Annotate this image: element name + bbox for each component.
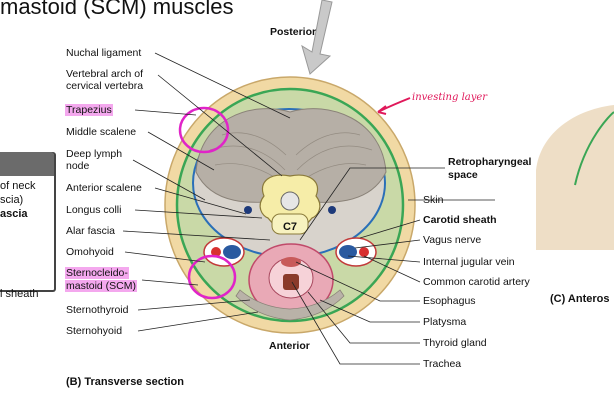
annotation-arrowhead <box>377 105 387 115</box>
spinal-cord <box>280 191 300 211</box>
label-vertebral-arch: Vertebral arch of <box>66 68 144 80</box>
label-skin: Skin <box>423 194 444 206</box>
label-scm-2: mastoid (SCM) <box>65 280 138 292</box>
label-deep-lymph-node: node <box>66 160 90 172</box>
strap-muscles <box>235 289 345 321</box>
vertebral-body <box>271 213 309 235</box>
label-scm-line-1: Sternocleido- <box>65 267 129 279</box>
label-thyroid-gland: Thyroid gland <box>423 337 487 349</box>
left-panel-bottom-text: l sheath <box>0 288 39 300</box>
label-anterior-scalene: Anterior scalene <box>66 182 142 194</box>
label-vertebral-arch-2: cervical vertebra <box>66 80 144 92</box>
trachea-lumen <box>283 274 299 290</box>
left-leader-lines <box>122 52 291 332</box>
esophagus <box>281 257 301 267</box>
label-trapezius-text: Trapezius <box>65 104 113 116</box>
label-omohyoid: Omohyoid <box>66 246 114 258</box>
anterior-label: Anterior <box>269 340 310 352</box>
posterior-label: Posterior <box>270 26 317 38</box>
left-panel-text-1: of neck <box>0 180 36 192</box>
right-leader-lines <box>291 167 495 365</box>
label-retropharyngeal: Retropharyngeal <box>448 156 532 168</box>
label-vagus-nerve: Vagus nerve <box>423 234 482 246</box>
label-trachea: Trachea <box>423 358 462 370</box>
label-nuchal-ligament: Nuchal ligament <box>66 47 142 59</box>
label-middle-scalene: Middle scalene <box>66 126 137 138</box>
label-internal-jugular: Internal jugular vein <box>423 256 515 268</box>
label-deep-lymph: Deep lymph <box>66 148 123 160</box>
vertebral-vessel-left <box>244 206 252 214</box>
jugular-left <box>223 245 241 259</box>
page-heading: mastoid (SCM) muscles <box>0 0 234 19</box>
label-retropharyngeal-space: space <box>448 169 478 181</box>
trapezius-highlight-circle <box>178 106 230 154</box>
direction-arrow <box>301 0 333 75</box>
scm-highlight-circle <box>187 254 237 300</box>
left-panel-text-2: scia) <box>0 194 24 206</box>
panel-c-fascia <box>574 111 614 186</box>
caption-c: (C) Anteros <box>550 293 610 305</box>
carotid-left <box>211 247 221 257</box>
label-scm-line-2: mastoid (SCM) <box>65 280 138 292</box>
label-trapezius: Trapezius <box>65 104 113 116</box>
left-panel-header-bar <box>0 152 54 176</box>
vertebral-vessel-right <box>328 206 336 214</box>
panel-c-skin <box>536 105 614 250</box>
caption-b: (B) Transverse section <box>66 376 184 388</box>
label-sternohyoid: Sternohyoid <box>66 325 123 337</box>
label-alar-fascia: Alar fascia <box>66 225 116 237</box>
label-platysma: Platysma <box>423 316 467 328</box>
annotation-arrow <box>377 97 411 113</box>
vertebra-label: C7 <box>283 221 297 233</box>
label-sternothyroid: Sternothyroid <box>66 304 129 316</box>
label-longus-colli: Longus colli <box>66 204 122 216</box>
jugular-right <box>339 245 357 259</box>
left-panel-text-3: ascia <box>0 208 28 220</box>
label-common-carotid: Common carotid artery <box>423 276 530 288</box>
annotation-investing-layer: investing layer <box>412 92 488 103</box>
label-esophagus: Esophagus <box>423 295 476 307</box>
label-scm: Sternocleido- <box>65 267 129 279</box>
carotid-right <box>359 247 369 257</box>
label-carotid-sheath: Carotid sheath <box>423 214 497 226</box>
